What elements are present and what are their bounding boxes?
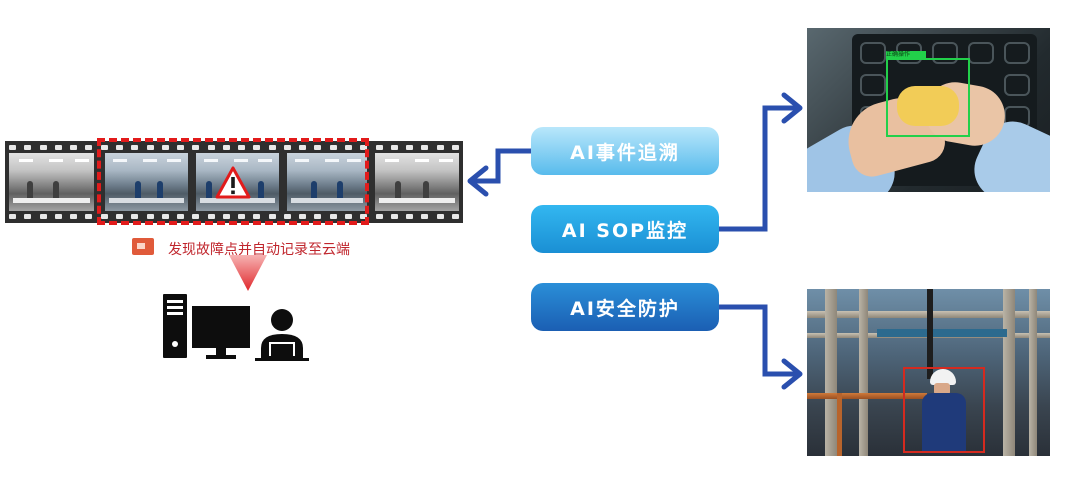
arrow-to-sop-photo xyxy=(719,108,800,229)
arrow-to-filmstrip xyxy=(470,151,531,181)
arrow-to-safety-photo xyxy=(719,307,800,374)
ai-safety-label: AI安全防护 xyxy=(570,294,680,321)
user-icon xyxy=(255,309,309,361)
arrowhead-safety xyxy=(784,361,800,387)
arrowhead-filmstrip xyxy=(470,168,486,194)
camera-icon xyxy=(132,238,154,255)
arrowhead-sop xyxy=(784,95,800,121)
detection-label: 正确操作 xyxy=(886,51,926,59)
film-frame-1 xyxy=(9,153,94,211)
safety-photo xyxy=(807,289,1050,456)
detection-box-red xyxy=(903,367,985,453)
ai-event-trace-button[interactable]: AI事件追溯 xyxy=(531,127,719,175)
film-frame-5 xyxy=(375,153,459,211)
pointer-triangle xyxy=(229,255,267,291)
detection-box-green xyxy=(886,58,970,137)
ai-sop-monitor-button[interactable]: AI SOP监控 xyxy=(531,205,719,253)
ai-event-trace-label: AI事件追溯 xyxy=(570,138,680,165)
sop-monitor-photo: 正确操作 xyxy=(807,28,1050,192)
computer-icon xyxy=(163,292,313,362)
warning-icon xyxy=(215,166,251,200)
ai-sop-monitor-label: AI SOP监控 xyxy=(562,216,688,243)
ai-safety-button[interactable]: AI安全防护 xyxy=(531,283,719,331)
